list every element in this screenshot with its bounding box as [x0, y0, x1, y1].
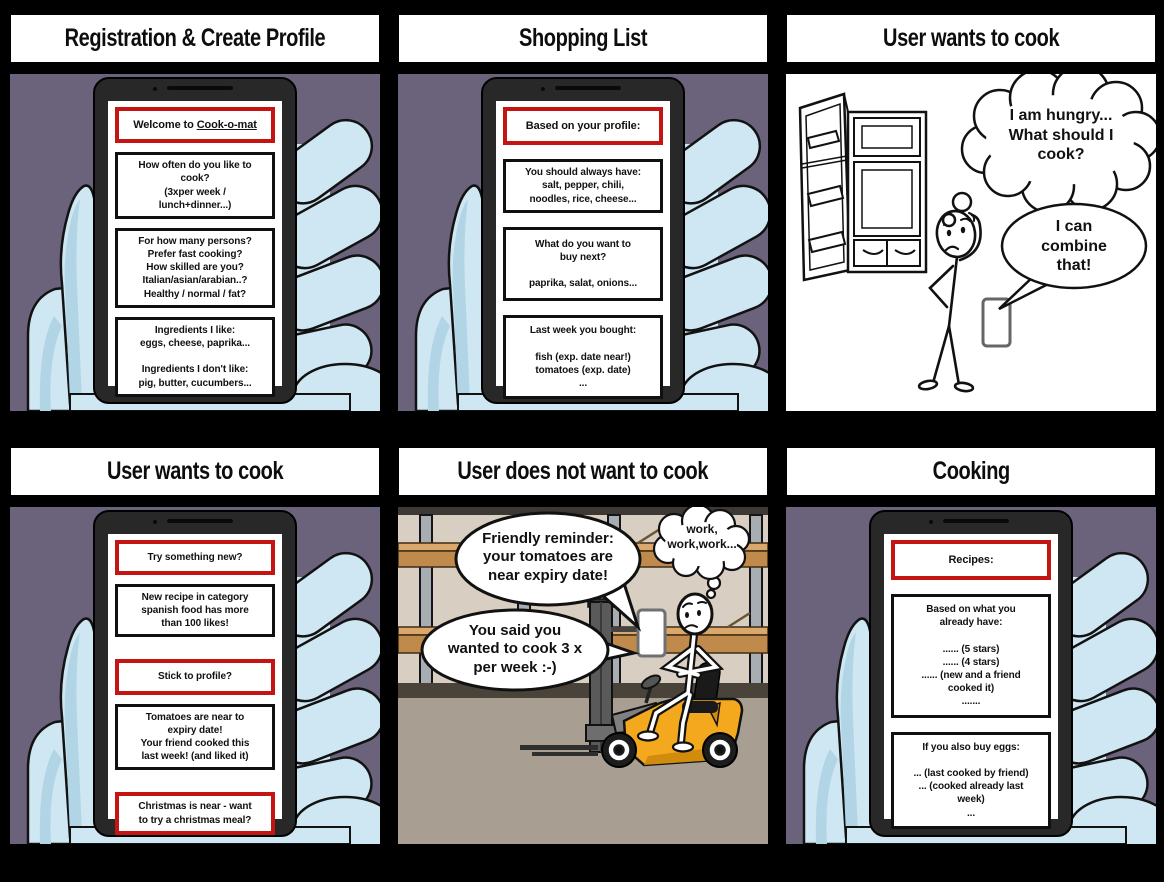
panel-illustration: Friendly reminder: your tomatoes are nea…	[398, 507, 768, 844]
thought-bubble	[941, 74, 1156, 228]
thought-bubble-text: I am hungry... What should I cook?	[1008, 107, 1114, 164]
phone-card: Based on your profile:	[503, 106, 663, 146]
phone-screen: Welcome to Cook-o-mat How often do you l…	[108, 100, 282, 397]
smartphone: Try something new? New recipe in categor…	[93, 510, 297, 838]
phone-card: New recipe in category spanish food has …	[115, 583, 275, 638]
panel-illustration: Based on your profile: You should always…	[398, 74, 768, 411]
phone-card: Recipes:	[891, 539, 1051, 581]
panel-title-bar: Cooking	[786, 447, 1156, 496]
smartphone: Recipes: Based on what you already have:…	[869, 510, 1073, 838]
phone-card: If you also buy eggs: ... (last cooked b…	[891, 731, 1051, 829]
phone-card: Last week you bought: fish (exp. date ne…	[503, 315, 663, 400]
speech-bubble-2	[420, 608, 640, 692]
panel-title-bar: User wants to cook	[786, 14, 1156, 63]
phone-card: Based on what you already have: ...... (…	[891, 594, 1051, 718]
smartphone: Welcome to Cook-o-mat How often do you l…	[93, 77, 297, 405]
phone-card-welcome: Welcome to Cook-o-mat	[115, 106, 275, 144]
phone-camera-icon	[153, 520, 158, 525]
phone-card: For how many persons? Prefer fast cookin…	[115, 227, 275, 308]
panel-user-does-not-want-to-cook: User does not want to cook	[398, 447, 768, 844]
phone-speaker-icon	[555, 86, 621, 91]
phone-card: Ingredients I like: eggs, cheese, paprik…	[115, 316, 275, 397]
stick-figure-worker	[636, 592, 725, 753]
panel-title-bar: User does not want to cook	[398, 447, 768, 496]
panel-title-bar: Registration & Create Profile	[10, 14, 380, 63]
phone-card: Tomatoes are near to expiry date! Your f…	[115, 703, 275, 771]
panel-title: Shopping List	[518, 24, 648, 52]
top-shelf-shadow	[398, 507, 768, 515]
panel-illustration: Try something new? New recipe in categor…	[10, 507, 380, 844]
smartphone: Based on your profile: You should always…	[481, 77, 685, 405]
phone-speaker-icon	[167, 519, 233, 524]
phone-speaker-icon	[943, 519, 1009, 524]
speech-bubble-1-text: Friendly reminder: your tomatoes are nea…	[482, 530, 614, 584]
thought-bubble-text: work, work,work...	[667, 522, 737, 551]
phone-card: Stick to profile?	[115, 659, 275, 695]
panel-user-wants-to-cook-phone: User wants to cook	[10, 447, 380, 844]
phone-camera-icon	[929, 520, 934, 525]
phone-camera-icon	[153, 87, 158, 92]
panel-title: Registration & Create Profile	[64, 24, 326, 52]
panel-shopping-list: Shopping List	[398, 14, 768, 411]
phone-screen: Based on your profile: You should always…	[496, 100, 670, 400]
panel-title: User wants to cook	[882, 24, 1060, 52]
panel-registration: Registration & Create Profile	[10, 14, 380, 411]
fridge-illustration	[798, 92, 928, 282]
phone-camera-icon	[541, 87, 546, 92]
phone-screen: Recipes: Based on what you already have:…	[884, 533, 1058, 829]
panel-cooking: Cooking	[786, 447, 1156, 844]
thought-bubble	[652, 507, 751, 600]
phone-card: How often do you like to cook? (3xper we…	[115, 152, 275, 219]
phone-card: Christmas is near - want to try a christ…	[115, 792, 275, 835]
speech-bubble-text: I can combine that!	[1041, 218, 1107, 275]
speech-bubble	[998, 202, 1148, 311]
kitchen-scene	[798, 74, 1156, 393]
phone-card: You should always have: salt, pepper, ch…	[503, 159, 663, 213]
panel-title-bar: Shopping List	[398, 14, 768, 63]
panel-illustration: Welcome to Cook-o-mat How often do you l…	[10, 74, 380, 411]
phone-on-mast	[636, 608, 667, 658]
speech-bubble-2-text: You said you wanted to cook 3 x per week…	[447, 622, 583, 676]
panel-title: Cooking	[932, 457, 1010, 485]
warehouse-scene	[398, 507, 768, 844]
welcome-text: Welcome to	[133, 118, 197, 131]
speech-bubble-1	[454, 511, 642, 632]
stick-figure	[917, 209, 982, 393]
panel-illustration: Recipes: Based on what you already have:…	[786, 507, 1156, 844]
panel-illustration: I am hungry... What should I cook? I can…	[786, 74, 1156, 411]
panel-title: User wants to cook	[106, 457, 284, 485]
phone-speaker-icon	[167, 86, 233, 91]
brand-name: Cook-o-mat	[196, 118, 257, 131]
panel-title: User does not want to cook	[457, 457, 709, 485]
panel-user-wants-to-cook-scene: User wants to cook	[786, 14, 1156, 411]
phone-card: What do you want to buy next? paprika, s…	[503, 226, 663, 302]
phone-screen: Try something new? New recipe in categor…	[108, 533, 282, 835]
phone-on-floor	[981, 297, 1012, 348]
panel-title-bar: User wants to cook	[10, 447, 380, 496]
phone-card: Try something new?	[115, 539, 275, 575]
